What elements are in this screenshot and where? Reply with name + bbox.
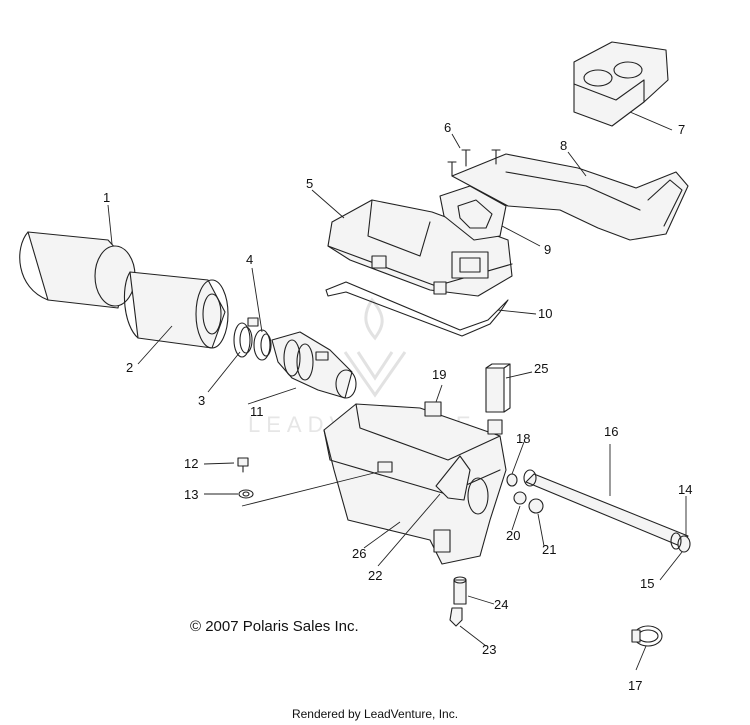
part-17-hose-clamp: [631, 625, 663, 647]
part-11-intake-boot: [271, 331, 357, 399]
part-6-screws: [447, 149, 501, 177]
part-5-airbox-cover: [327, 199, 513, 297]
part-10-seal: [325, 281, 509, 337]
callout-26: 26: [352, 546, 366, 561]
footer-text: Rendered by LeadVenture, Inc.: [291, 707, 459, 721]
part-26-airbox-base: [323, 403, 507, 565]
callout-20: 20: [506, 528, 520, 543]
callout-11: 11: [250, 404, 264, 419]
part-21-cap: [528, 498, 544, 514]
part-8-intake-duct: [451, 153, 689, 241]
callout-12: 12: [184, 456, 198, 471]
callout-2: 2: [126, 360, 133, 375]
part-3-clamp: [233, 317, 259, 358]
callout-13: 13: [184, 487, 198, 502]
callout-6: 6: [444, 120, 451, 135]
callout-1: 1: [103, 190, 110, 205]
part-20-fitting: [513, 491, 527, 505]
part-7-foam-block: [573, 41, 669, 127]
callout-18: 18: [516, 431, 530, 446]
callout-16: 16: [604, 424, 618, 439]
part-16-drain-tube: [523, 469, 689, 547]
callout-4: 4: [246, 252, 253, 267]
callout-21: 21: [542, 542, 556, 557]
callout-15: 15: [640, 576, 654, 591]
callout-3: 3: [198, 393, 205, 408]
part-23-elbow-fitting: [449, 607, 463, 627]
leader-lines: [107, 111, 687, 671]
callout-17: 17: [628, 678, 642, 693]
callout-23: 23: [482, 642, 496, 657]
part-24-drain-tube: [453, 576, 467, 605]
callout-24: 24: [494, 597, 508, 612]
part-1-pre-filter-sleeve: [19, 231, 136, 309]
part-15-end-clamp: [670, 532, 682, 550]
part-19-clip: [424, 401, 442, 417]
callout-7: 7: [678, 122, 685, 137]
callout-9: 9: [544, 242, 551, 257]
callout-labels: 1 2 3 4 5 6 7 8 9 10 11 12 13 14 15 16 1…: [103, 120, 692, 693]
part-14-end-fitting: [677, 535, 691, 553]
callout-10: 10: [538, 306, 552, 321]
part-12-screw: [237, 457, 249, 473]
callout-14: 14: [678, 482, 692, 497]
part-25-foam-plug: [485, 363, 511, 413]
callout-8: 8: [560, 138, 567, 153]
callout-5: 5: [306, 176, 313, 191]
copyright-text: © 2007 Polaris Sales Inc.: [190, 618, 359, 635]
callout-25: 25: [534, 361, 548, 376]
part-18-fitting: [506, 473, 518, 487]
part-13-washer: [238, 489, 254, 499]
callout-19: 19: [432, 367, 446, 382]
part-2-air-filter: [123, 271, 229, 349]
part-4-clamp: [253, 329, 272, 361]
callout-22: 22: [368, 568, 382, 583]
